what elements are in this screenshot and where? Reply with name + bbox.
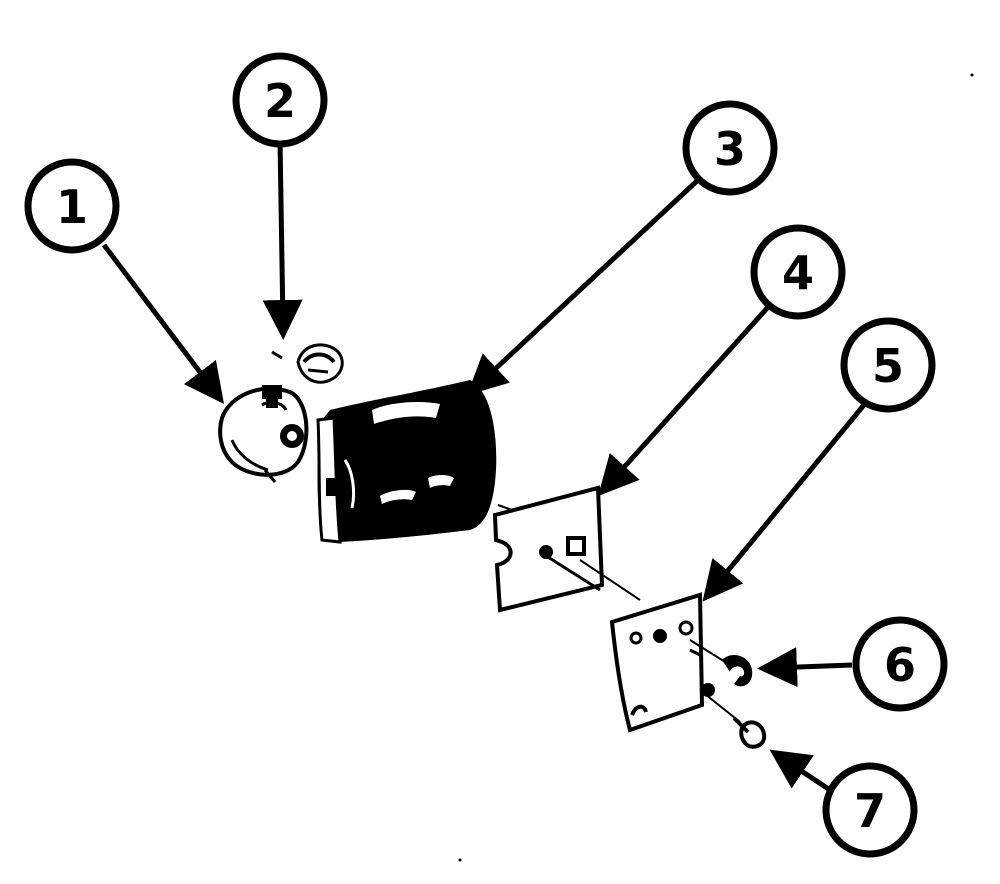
part-3-motor-body xyxy=(316,380,497,544)
leader-4 xyxy=(597,303,772,497)
callout-7: 7 xyxy=(822,762,918,858)
alignment-lines xyxy=(539,550,741,723)
callout-3-label: 3 xyxy=(714,122,746,176)
callout-4: 4 xyxy=(750,224,846,320)
part-4-mounting-plate xyxy=(492,485,605,613)
callout-6-label: 6 xyxy=(884,638,916,692)
callout-3: 3 xyxy=(682,100,778,196)
leader-lines xyxy=(102,139,870,793)
callout-1-label: 1 xyxy=(56,180,88,234)
scan-speck xyxy=(458,858,462,862)
callout-4-label: 4 xyxy=(782,246,814,300)
callout-6: 6 xyxy=(852,616,948,712)
callout-5: 5 xyxy=(840,317,936,413)
callout-1: 1 xyxy=(24,158,120,254)
leader-1 xyxy=(102,243,225,404)
leader-7 xyxy=(769,749,832,793)
scan-speck xyxy=(970,73,974,77)
leader-6 xyxy=(757,647,853,688)
callout-7-label: 7 xyxy=(854,784,886,838)
part-2-clip xyxy=(271,343,344,384)
part-1-switch-housing xyxy=(218,385,309,483)
part-5-terminal-board xyxy=(609,592,715,733)
part-6-terminal-clip xyxy=(722,655,753,687)
callout-2-label: 2 xyxy=(264,74,296,128)
callout-2: 2 xyxy=(232,52,328,148)
leader-2 xyxy=(262,139,303,340)
leader-5 xyxy=(702,398,870,602)
part-7-connector xyxy=(732,716,767,749)
callout-5-label: 5 xyxy=(872,339,904,393)
leader-3 xyxy=(467,178,700,396)
